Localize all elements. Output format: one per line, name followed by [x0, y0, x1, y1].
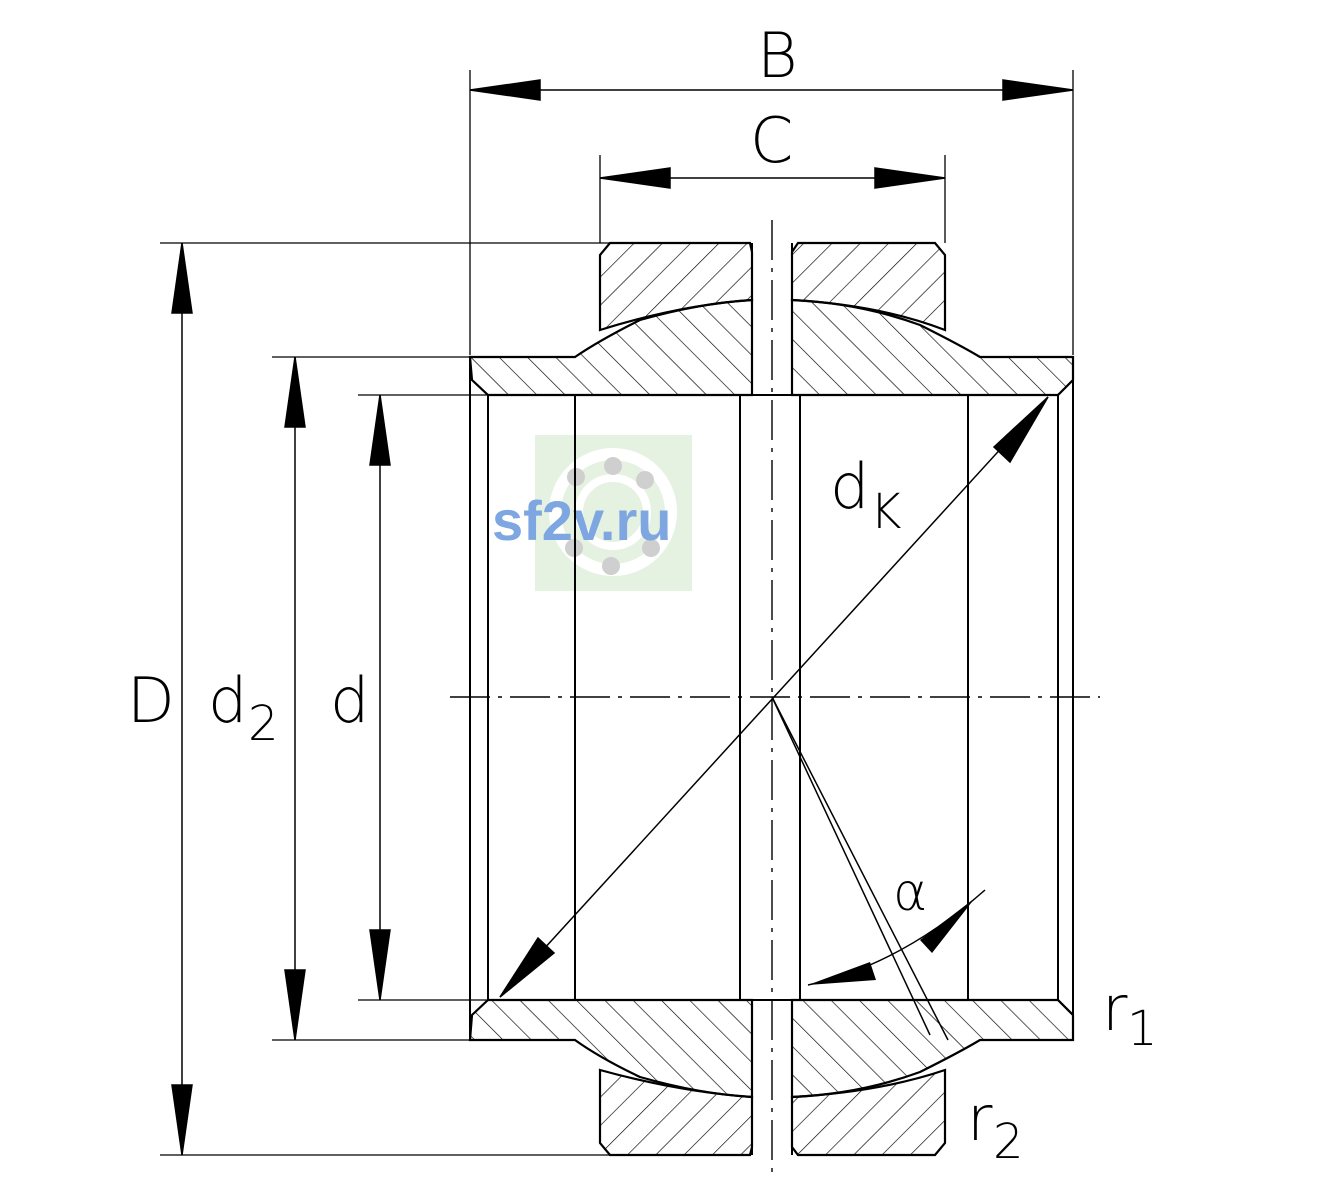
label-d2: d	[208, 664, 247, 737]
label-C: C	[750, 104, 793, 177]
dimension-dK	[499, 396, 1049, 998]
dimension-d	[369, 394, 391, 1001]
label-dK: d	[830, 450, 869, 523]
label-B: B	[757, 19, 798, 92]
label-r1: r	[1102, 972, 1128, 1045]
watermark: sf2v.ru	[492, 435, 692, 591]
watermark-bearing-inner-icon	[575, 474, 651, 550]
label-r1-subscript: 1	[1127, 1001, 1158, 1057]
label-r2: r	[967, 1082, 993, 1155]
dimension-d2	[284, 356, 306, 1041]
dimension-C	[599, 167, 946, 189]
label-d2-subscript: 2	[248, 696, 279, 752]
label-dK-subscript: K	[870, 484, 901, 540]
watermark-ball-icon	[602, 557, 620, 575]
bore-outline	[469, 243, 1074, 1155]
watermark-ball-icon	[604, 457, 622, 475]
watermark-ball-icon	[636, 471, 654, 489]
angle-alpha	[771, 696, 986, 1041]
label-r2-subscript: 2	[993, 1114, 1024, 1170]
outer-ring-bottom	[598, 1068, 947, 1157]
dimension-B	[469, 79, 1074, 101]
label-D: D	[127, 664, 175, 737]
inner-ring-top	[468, 298, 1075, 397]
watermark-text: sf2v.ru	[492, 489, 671, 552]
label-alpha: α	[893, 863, 927, 923]
watermark-ball-icon	[642, 539, 660, 557]
inner-ring-bottom	[468, 998, 1075, 1099]
dimension-D	[171, 242, 193, 1156]
label-d: d	[330, 664, 369, 737]
